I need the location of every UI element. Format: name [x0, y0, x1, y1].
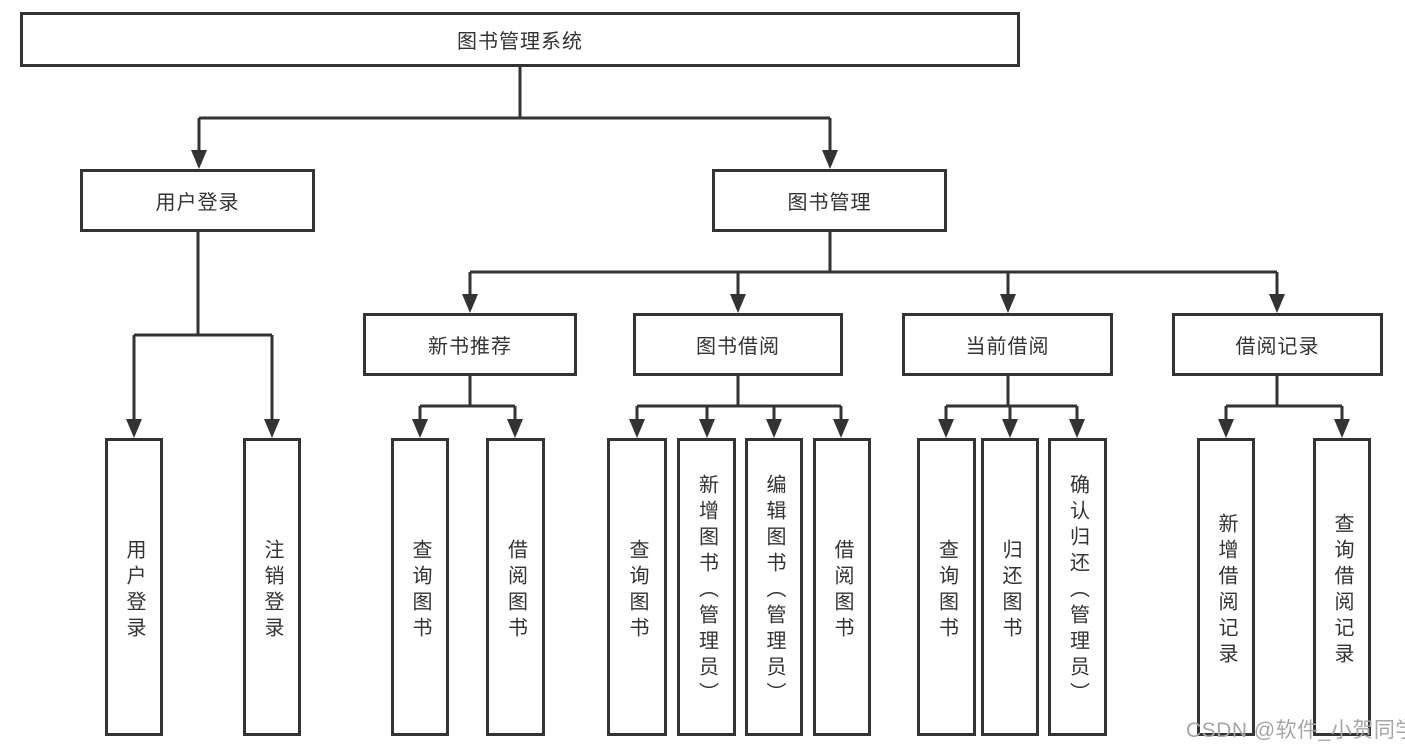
leaf-bb-query-book: 查询图书 — [607, 438, 667, 736]
leaf-br-add-record: 新增借阅记录 — [1197, 438, 1255, 736]
leaf-br-query-record: 查询借阅记录 — [1313, 438, 1371, 736]
leaf-nbr-borrow-book: 借阅图书 — [486, 438, 545, 736]
node-borrow-records: 借阅记录 — [1172, 313, 1383, 376]
leaf-cb-confirm-return-admin: 确认归还（管理员） — [1048, 438, 1107, 736]
arrowheads — [126, 150, 1350, 438]
leaf-cb-query-book: 查询图书 — [917, 438, 976, 736]
watermark: CSDN @软件_小贺同学 — [1186, 719, 1405, 742]
node-book-borrow: 图书借阅 — [633, 313, 843, 376]
leaf-bb-edit-book-admin: 编辑图书（管理员） — [745, 438, 803, 736]
leaf-nbr-query-book: 查询图书 — [391, 438, 449, 736]
leaf-logout-login: 注销登录 — [243, 438, 301, 736]
node-current-borrow: 当前借阅 — [902, 313, 1113, 376]
node-new-book-recommend: 新书推荐 — [363, 313, 577, 376]
leaf-user-login: 用户登录 — [105, 438, 163, 736]
node-book-management: 图书管理 — [712, 169, 947, 232]
leaf-bb-add-book-admin: 新增图书（管理员） — [677, 438, 736, 736]
leaf-cb-return-book: 归还图书 — [981, 438, 1039, 736]
node-user-login: 用户登录 — [80, 169, 315, 232]
node-root: 图书管理系统 — [20, 12, 1020, 67]
leaf-bb-borrow-book: 借阅图书 — [813, 438, 871, 736]
